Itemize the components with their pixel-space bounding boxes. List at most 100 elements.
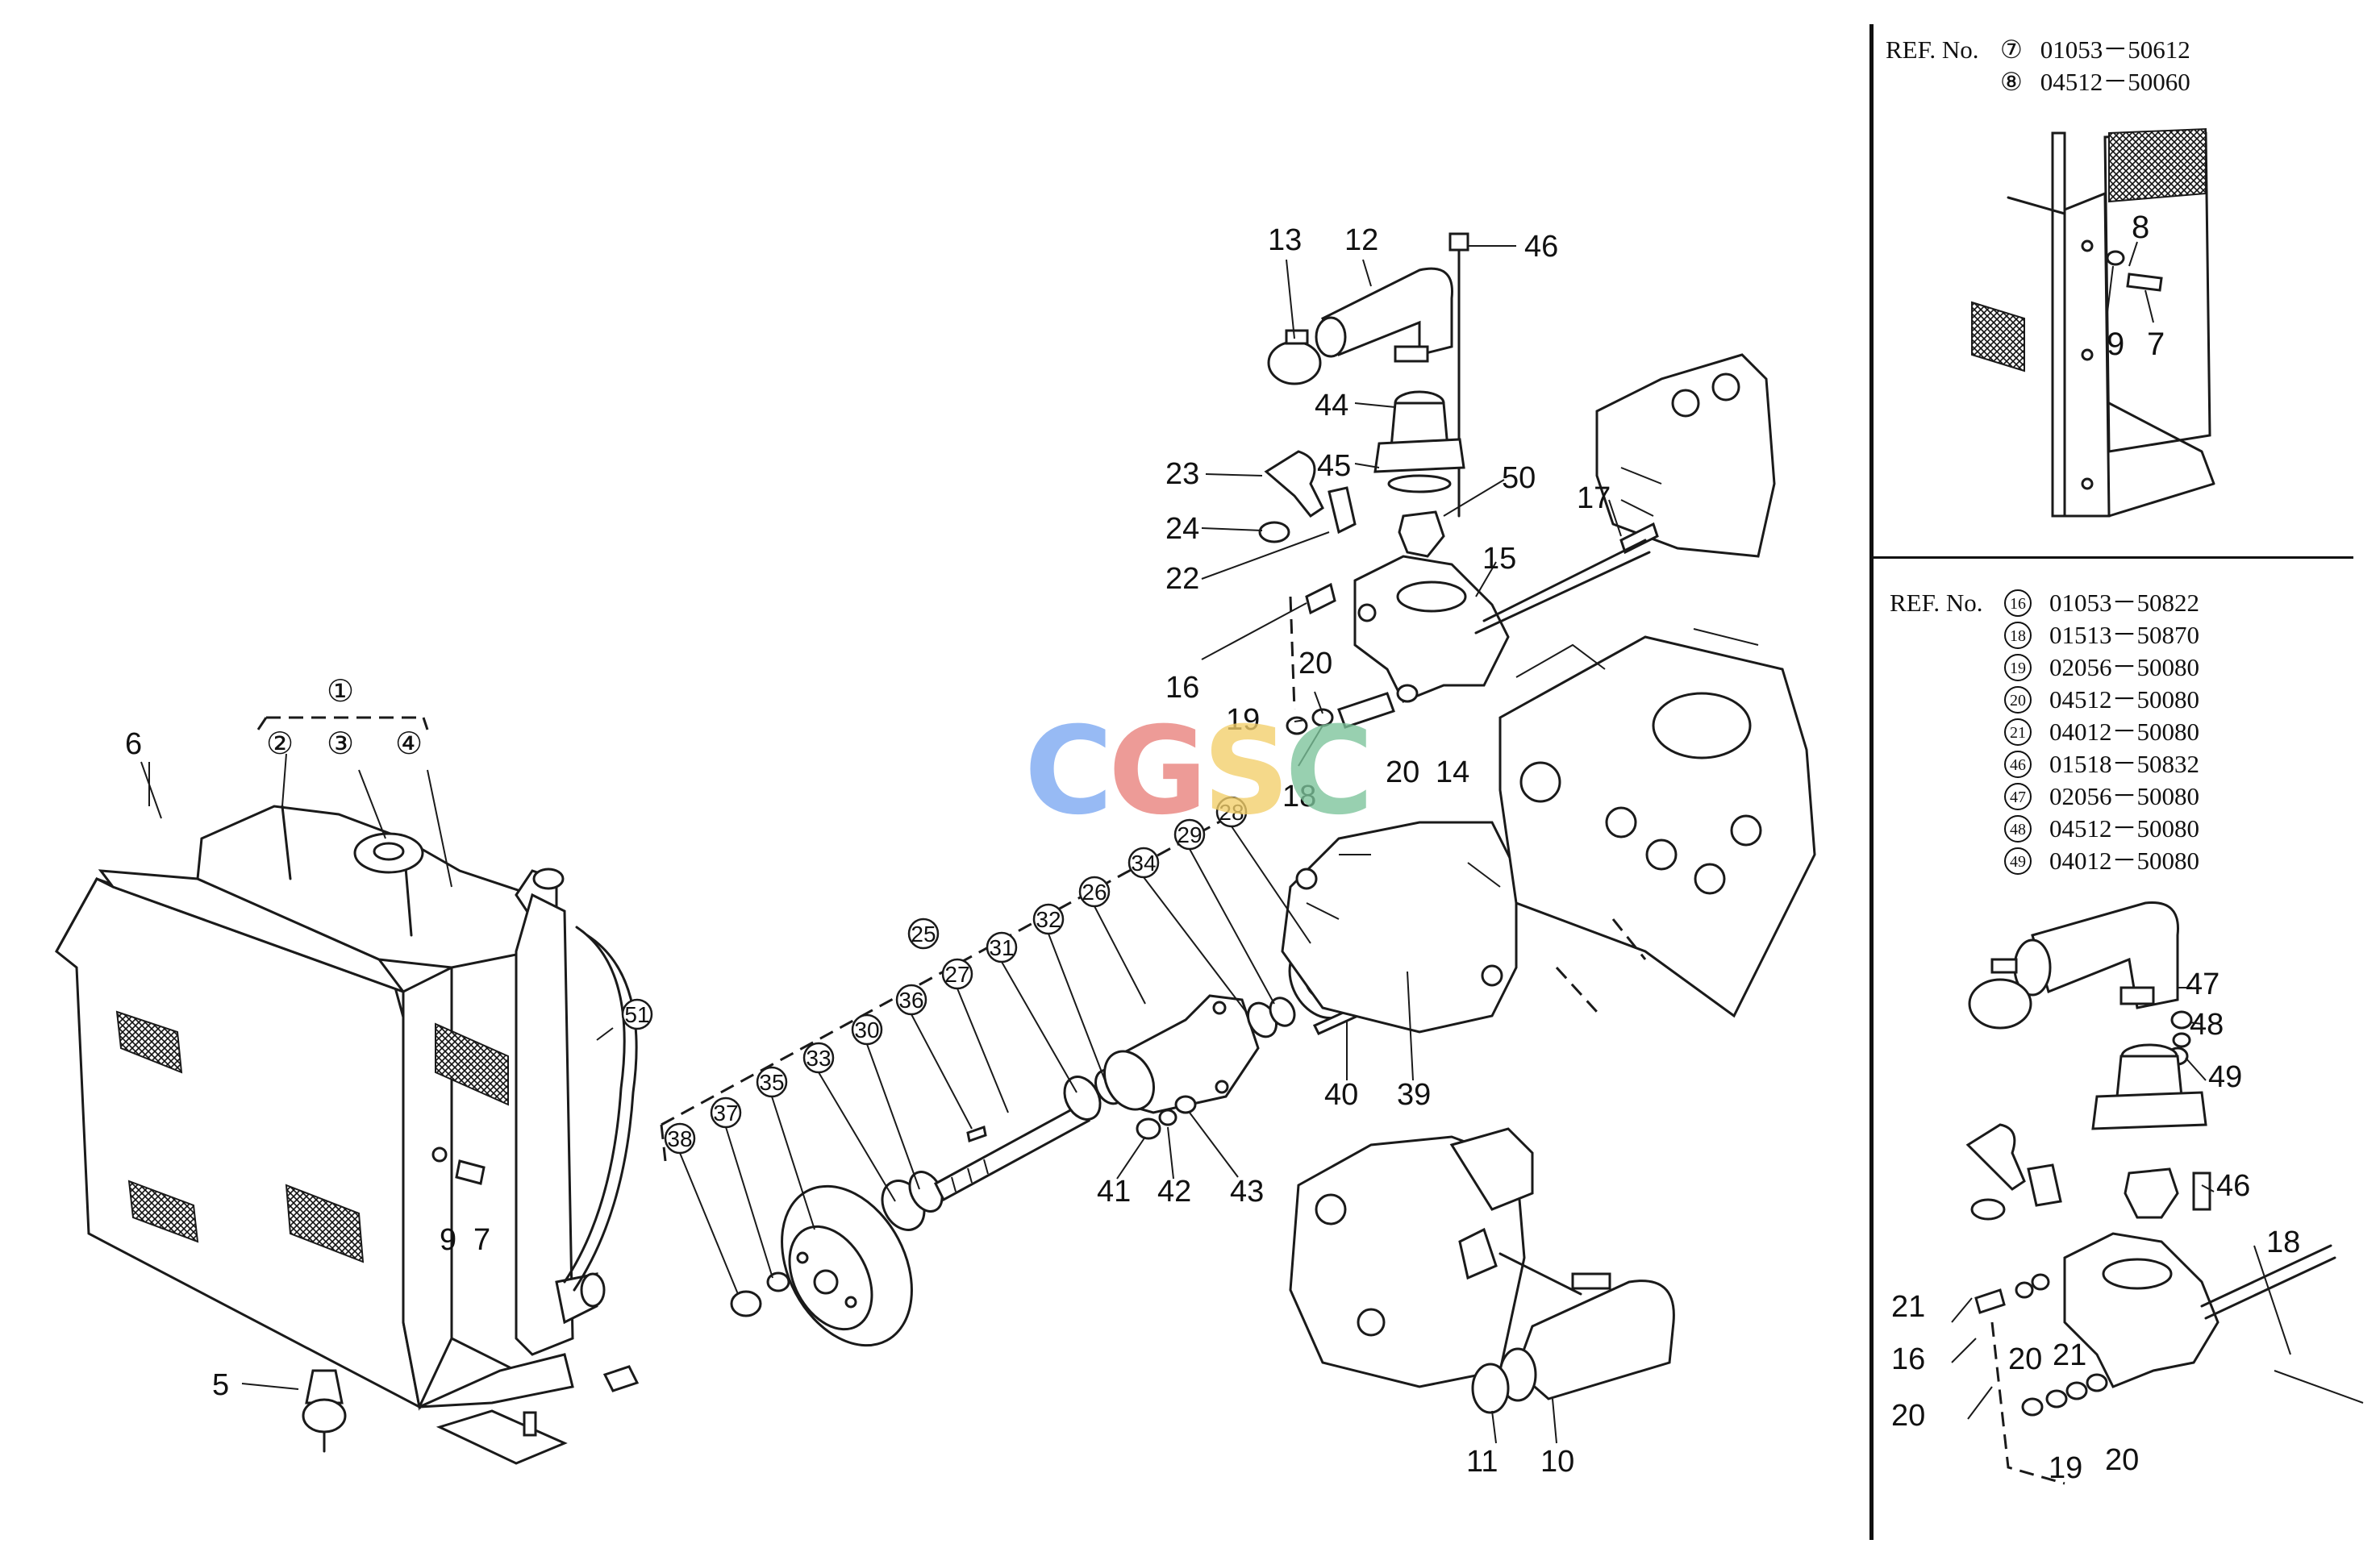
ref-top-label: REF. No. [1886, 35, 1979, 64]
ref-bottom-badge-5: 21 [2004, 718, 2032, 746]
inset-bottom-callout-19: 19 [2049, 1451, 2083, 1485]
callout-15: 15 [1482, 542, 1516, 576]
radiator-leaders [140, 716, 614, 1390]
ref-bottom-part-4: 04512－50080 [2049, 685, 2199, 714]
callout-40: 40 [1324, 1078, 1358, 1112]
ref-top-part-2: 04512－50060 [2040, 68, 2190, 96]
svg-text:30: 30 [854, 1017, 879, 1042]
main-callouts: ① ② ③ ④ 5 6 7 9 10 11 12 13 14 15 16 17 … [125, 223, 1611, 1479]
circled-32: 32 [1032, 903, 1065, 935]
circled-34: 34 [1127, 847, 1160, 879]
inset-top-callout-8: 8 [2132, 210, 2150, 245]
inset-top-callout-7: 7 [2147, 327, 2165, 362]
callout-20b: 20 [1386, 755, 1419, 789]
circled-36: 36 [895, 984, 927, 1016]
callout-6: 6 [125, 727, 142, 761]
watermark-letter-s: S [1203, 701, 1290, 842]
thermostat-stack [1258, 232, 1659, 735]
ref-bottom-row-2: 18 01513－50870 [1890, 619, 2199, 651]
inset-top-callout-9: 9 [2107, 327, 2125, 362]
inset-bottom-callout-47: 47 [2186, 968, 2220, 1001]
ref-bottom-badge-1: 16 [2004, 589, 2032, 617]
inset-bottom-callout-46: 46 [2216, 1169, 2251, 1203]
inset-bottom-callout-20d: 20 [2105, 1443, 2140, 1477]
watermark-letter-c1: C [1024, 701, 1113, 842]
callout-14: 14 [1436, 755, 1469, 789]
callout-10: 10 [1540, 1445, 1574, 1479]
watermark-letter-g: G [1108, 701, 1207, 842]
circled-51: 51 [621, 998, 653, 1030]
ref-bottom-badge-8: 48 [2004, 815, 2032, 843]
svg-text:37: 37 [713, 1101, 738, 1126]
ref-bottom-badge-2: 18 [2004, 622, 2032, 649]
callout-46: 46 [1524, 230, 1558, 264]
ref-bottom-label: REF. No. [1890, 589, 1983, 617]
callout-43: 43 [1230, 1175, 1264, 1209]
callout-9: 9 [440, 1223, 456, 1257]
ref-bottom-badge-7: 47 [2004, 783, 2032, 810]
ref-bottom-badge-9: 49 [2004, 847, 2032, 875]
circled-33: 33 [802, 1042, 835, 1074]
ref-bottom-badge-6: 46 [2004, 751, 2032, 778]
lower-hose-assembly [1289, 1127, 1675, 1444]
ref-bottom-part-3: 02056－50080 [2049, 653, 2199, 681]
callout-39: 39 [1397, 1078, 1431, 1112]
inset-bottom-callout-49: 49 [2208, 1060, 2243, 1094]
inset-bottom-callout-21b: 21 [2053, 1338, 2087, 1372]
ref-top-row-1: REF. No. ⑦ 01053－50612 [1886, 34, 2190, 66]
inset-bottom-callout-48: 48 [2190, 1008, 2224, 1042]
inset-bottom-callout-20a: 20 [1891, 1399, 1926, 1433]
circled-30: 30 [851, 1013, 883, 1046]
vertical-divider [1869, 24, 1874, 1540]
inset-bottom-callout-18: 18 [2266, 1226, 2301, 1259]
svg-text:26: 26 [1082, 880, 1107, 905]
svg-text:38: 38 [667, 1126, 692, 1151]
ref-top-badge-1: ⑦ [2000, 35, 2023, 64]
svg-text:29: 29 [1177, 822, 1202, 847]
pump-leaders [679, 826, 1414, 1295]
circled-38: 38 [664, 1122, 696, 1155]
ref-bottom-row-4: 20 04512－50080 [1890, 684, 2199, 716]
svg-text:31: 31 [989, 935, 1014, 960]
ref-top-row-2: ⑧ 04512－50060 [1886, 66, 2190, 98]
ref-bottom-part-6: 01518－50832 [2049, 750, 2199, 778]
svg-text:35: 35 [759, 1070, 784, 1095]
circled-37: 37 [710, 1096, 742, 1129]
callout-1: ① [327, 675, 354, 709]
circled-35: 35 [756, 1066, 788, 1098]
callout-42: 42 [1157, 1175, 1191, 1209]
callout-11: 11 [1466, 1445, 1498, 1479]
svg-text:32: 32 [1036, 907, 1061, 932]
callout-17: 17 [1577, 481, 1611, 515]
svg-text:33: 33 [806, 1046, 831, 1071]
callout-12: 12 [1344, 223, 1378, 257]
svg-text:36: 36 [898, 988, 923, 1013]
svg-text:34: 34 [1131, 851, 1156, 876]
ref-bottom-row-6: 46 01518－50832 [1890, 748, 2199, 780]
callout-3: ③ [327, 727, 354, 761]
stack-leaders [1201, 245, 1622, 767]
circled-27: 27 [941, 958, 973, 990]
callout-41: 41 [1097, 1175, 1131, 1209]
ref-bottom-badge-4: 20 [2004, 686, 2032, 714]
callout-45: 45 [1317, 449, 1351, 483]
callout-20a: 20 [1298, 647, 1332, 680]
ref-bottom-part-7: 02056－50080 [2049, 782, 2199, 810]
ref-bottom-row-7: 47 02056－50080 [1890, 780, 2199, 813]
circled-25: 25 [907, 918, 940, 950]
callout-50: 50 [1502, 461, 1536, 495]
svg-text:27: 27 [944, 962, 969, 987]
ref-bottom-part-2: 01513－50870 [2049, 621, 2199, 649]
circled-28: 28 [1215, 796, 1248, 828]
ref-table-top: REF. No. ⑦ 01053－50612 ⑧ 04512－50060 [1886, 34, 2190, 98]
inset-bottom-callout-16: 16 [1891, 1342, 1926, 1376]
circled-29: 29 [1173, 818, 1206, 851]
ref-top-part-1: 01053－50612 [2040, 35, 2190, 64]
inset-top [1971, 127, 2215, 518]
svg-text:28: 28 [1219, 800, 1244, 825]
